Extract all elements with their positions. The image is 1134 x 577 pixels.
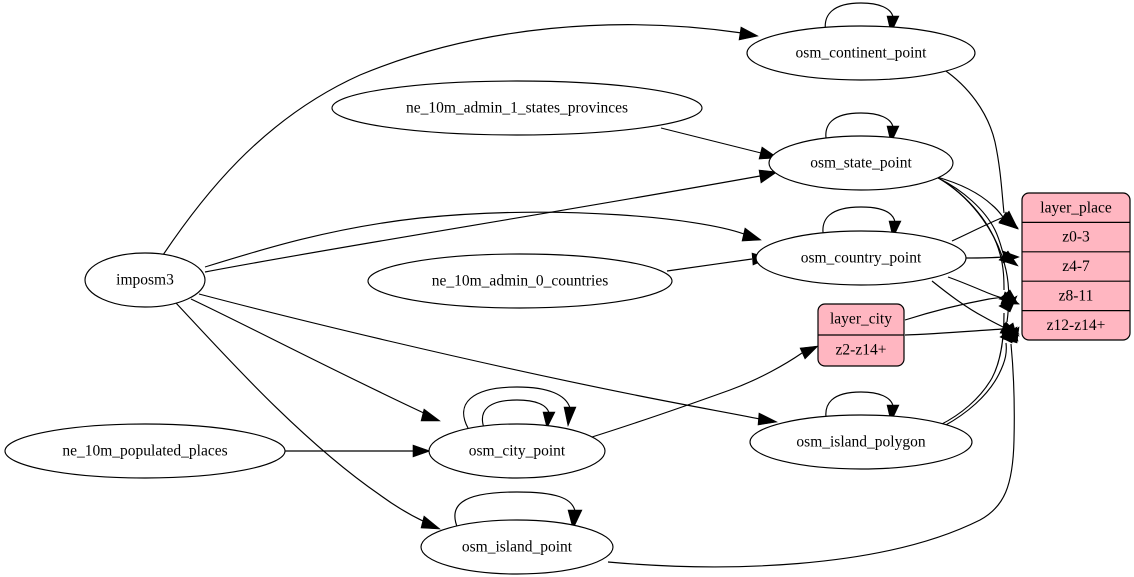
edge-self-loop-osm-island-point xyxy=(454,491,583,530)
edge-imposm3-to-osm-island-point xyxy=(175,302,441,530)
node-osm-island-polygon[interactable]: osm_island_polygon xyxy=(749,414,973,470)
edge-imposm3-to-osm-island-polygon xyxy=(198,293,778,426)
layer-place-box xyxy=(1021,192,1131,341)
edge-ne-populated-to-osm-city-point xyxy=(285,444,431,458)
edge-osm-city-point-to-layer-city xyxy=(591,345,819,438)
node-ne-10m-populated-places[interactable]: ne_10m_populated_places xyxy=(4,423,286,479)
edge-imposm3-to-osm-country-point xyxy=(204,211,762,268)
edge-imposm3-to-osm-continent-point xyxy=(162,24,759,256)
node-osm-country-point[interactable]: osm_country_point xyxy=(755,230,967,286)
edge-osm-country-point-to-layer-place-z4-7 xyxy=(965,250,1020,264)
node-osm-island-point[interactable]: osm_island_point xyxy=(420,519,614,575)
node-imposm3[interactable]: imposm3 xyxy=(84,252,206,308)
edge-self-loop-inner-osm-city-point xyxy=(481,399,556,429)
edge-self-loop-outer-osm-city-point xyxy=(463,386,577,429)
edge-osm-continent-point-to-layer-place-z0-3 xyxy=(942,68,1019,230)
edge-imposm3-to-osm-city-point xyxy=(190,298,441,422)
node-osm-city-point[interactable]: osm_city_point xyxy=(428,423,606,479)
node-ne-10m-admin-0-countries[interactable]: ne_10m_admin_0_countries xyxy=(367,253,673,309)
node-osm-continent-point[interactable]: osm_continent_point xyxy=(746,25,976,81)
edge-osm-state-point-to-layer-place-z8-11 xyxy=(939,178,1019,305)
edge-osm-country-point-to-layer-place-z0-3 xyxy=(951,211,1019,242)
node-ne-10m-admin-1-states-provinces[interactable]: ne_10m_admin_1_states_provinces xyxy=(331,80,703,136)
edge-layer xyxy=(162,2,1020,568)
edge-ne-states-to-osm-state-point xyxy=(660,127,779,160)
node-layer: imposm3 ne_10m_admin_1_states_provinces … xyxy=(4,25,976,575)
edge-osm-island-point-to-layer-place-z12 xyxy=(607,326,1020,568)
edge-imposm3-to-osm-state-point xyxy=(204,169,778,273)
layer-node-layer-city[interactable]: layer_city z2-z14+ xyxy=(817,303,905,367)
edge-osm-island-polygon-to-layer-place-z8-11 xyxy=(939,295,1018,426)
edge-layer-city-to-layer-place-z12 xyxy=(904,322,1020,337)
node-osm-state-point[interactable]: osm_state_point xyxy=(768,135,954,191)
edge-osm-island-polygon-to-layer-place-z12 xyxy=(943,326,1018,427)
edge-ne-countries-to-osm-country-point xyxy=(666,252,770,272)
